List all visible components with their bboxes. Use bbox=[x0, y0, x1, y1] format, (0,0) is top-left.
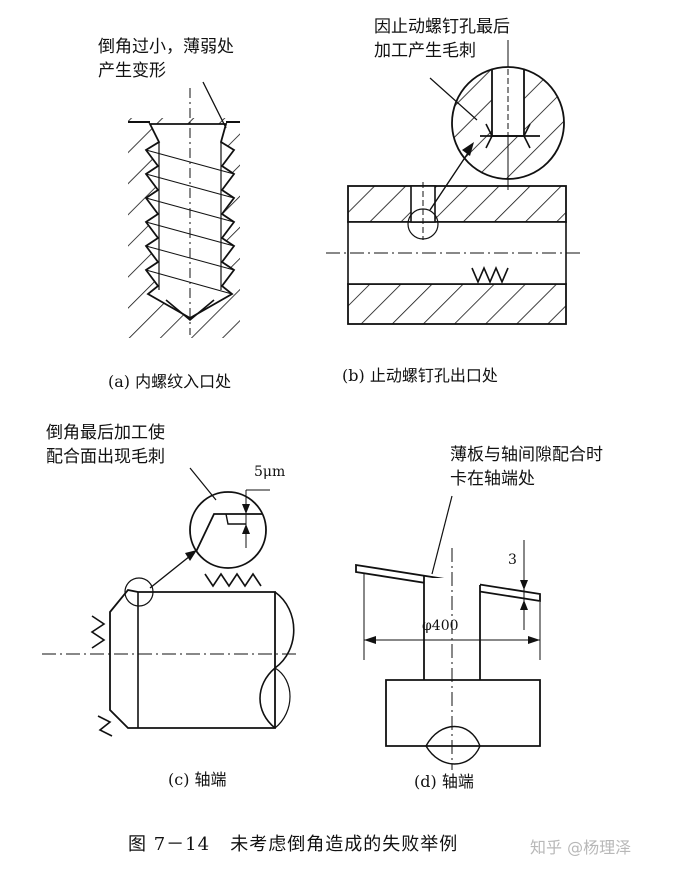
watermark: 知乎 @杨理泽 bbox=[530, 838, 632, 857]
panel-c-burr-spot bbox=[124, 577, 154, 607]
panel-d-note-line1: 薄板与轴间隙配合时 bbox=[450, 445, 603, 465]
panel-d-caption: (d) 轴端 bbox=[414, 772, 474, 791]
panel-a-thread-drawing bbox=[128, 81, 240, 338]
panel-b-lower-wall bbox=[347, 283, 567, 325]
panel-c-drawing bbox=[42, 467, 300, 737]
panel-b-note-leader bbox=[429, 77, 478, 121]
panel-b-caption: (b) 止动螺钉孔出口处 bbox=[342, 366, 498, 385]
panel-d-hub bbox=[385, 679, 541, 747]
panel-d-note-line2: 卡在轴端处 bbox=[450, 469, 535, 489]
panel-a-note-line2: 产生变形 bbox=[98, 61, 166, 81]
panel-b-burr-spot bbox=[407, 208, 439, 240]
panel-b-note-line1: 因止动螺钉孔最后 bbox=[374, 17, 510, 37]
panel-b-note-line2: 加工产生毛刺 bbox=[374, 41, 476, 61]
panel-a-note-line1: 倒角过小，薄弱处 bbox=[98, 37, 234, 57]
panel-c-shaft-body bbox=[109, 589, 276, 729]
panel-b-drawing bbox=[326, 40, 580, 325]
panel-d-drawing bbox=[355, 495, 541, 770]
panel-b-zoom-circle bbox=[451, 66, 565, 180]
panel-a-leader bbox=[202, 81, 227, 129]
panel-d-dim-gap: 3 bbox=[508, 552, 517, 568]
panel-c-note-line2: 配合面出现毛刺 bbox=[46, 447, 165, 467]
panel-d-note-leader bbox=[431, 495, 453, 575]
figure-caption: 图 7－14 未考虑倒角造成的失败举例 bbox=[128, 834, 459, 855]
panel-c-arrowhead bbox=[185, 550, 197, 561]
panel-c-zoom-circle bbox=[189, 491, 267, 569]
panel-a-thread-cavity bbox=[144, 123, 236, 320]
panel-a-caption: (a) 内螺纹入口处 bbox=[108, 372, 232, 391]
panel-c-dim-label: 5μm bbox=[254, 464, 286, 480]
panel-c-note-line1: 倒角最后加工使 bbox=[46, 423, 165, 443]
panel-d-dim-diameter: φ400 bbox=[422, 618, 459, 634]
panel-c-caption: (c) 轴端 bbox=[168, 770, 227, 789]
panel-b-arrowhead bbox=[462, 142, 474, 156]
panel-c-note-leader bbox=[189, 467, 217, 501]
panel-b-upper-wall bbox=[347, 185, 567, 223]
